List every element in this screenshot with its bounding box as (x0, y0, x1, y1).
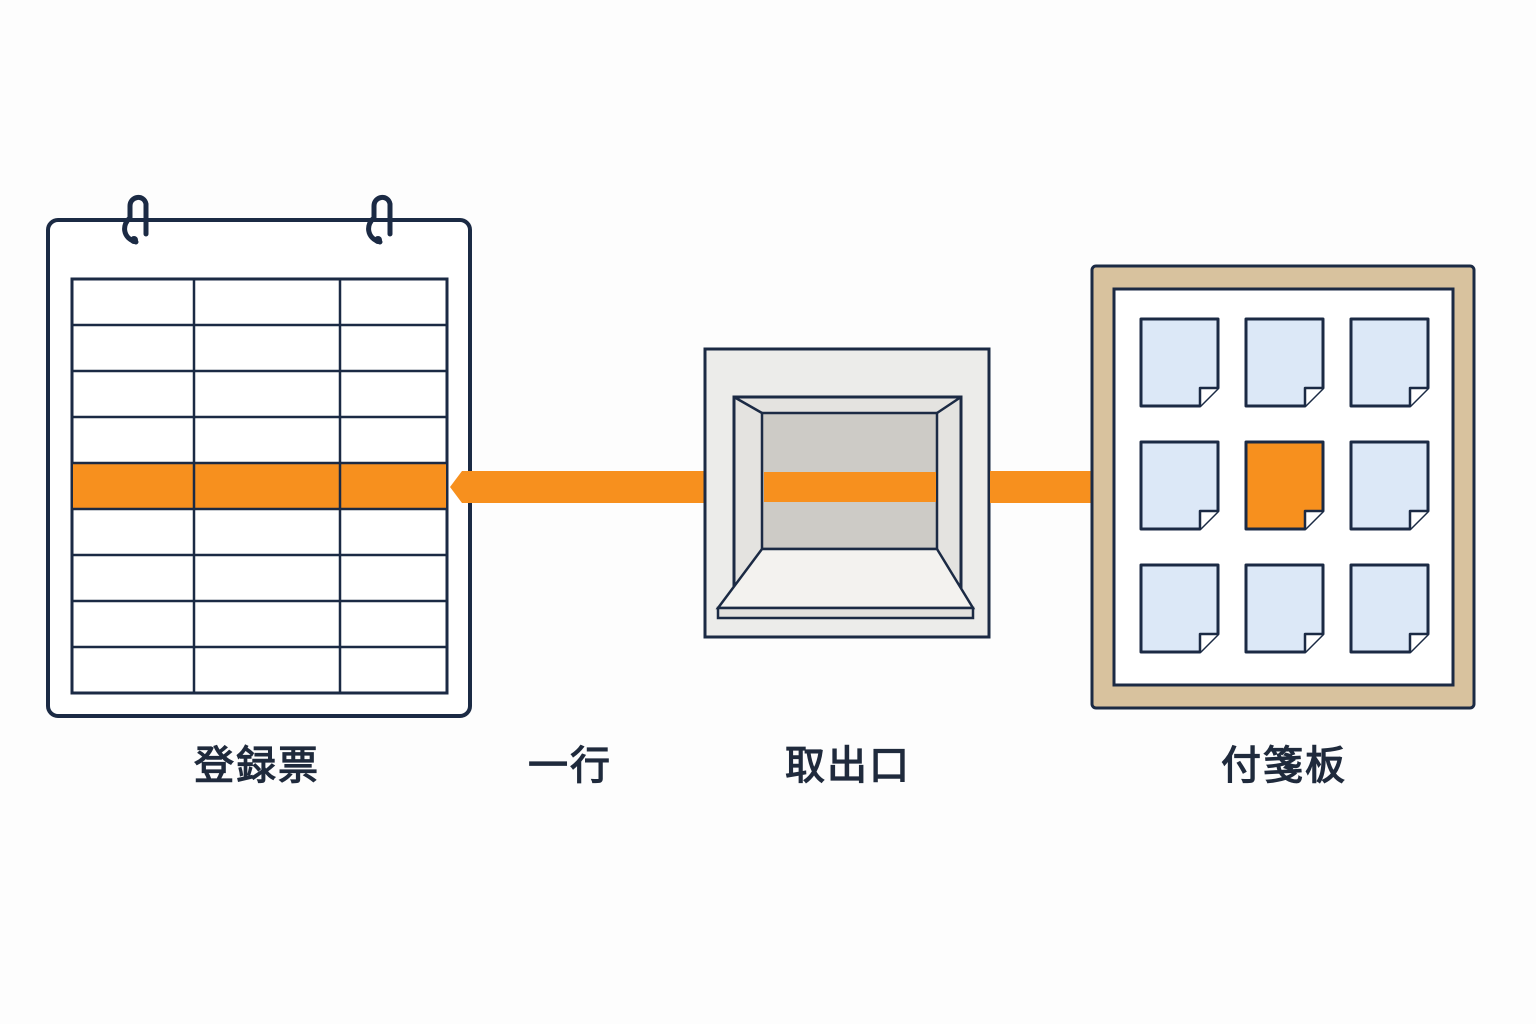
sticky-note-fold (1408, 386, 1428, 406)
label-board: 付箋板 (1221, 743, 1347, 789)
slot-bevel-lines (733, 395, 962, 415)
register-sheet (46, 195, 472, 718)
sticky-note-fold (1198, 509, 1218, 529)
sticky-notes (1139, 317, 1430, 654)
sticky-note-fold (1303, 632, 1323, 652)
slot-tray-floor (715, 547, 976, 610)
sticky-note-fold (1408, 632, 1428, 652)
binder-ring-icon (122, 195, 149, 245)
note-board (1090, 264, 1476, 710)
label-row: 一行 (528, 743, 612, 789)
label-slot: 取出口 (785, 743, 911, 789)
sticky-note-fold (1303, 509, 1323, 529)
register-row-lines (72, 323, 447, 649)
sticky-note-fold (1198, 632, 1218, 652)
slot-tray-lip (716, 606, 975, 620)
label-register: 登録票 (194, 743, 320, 789)
row-arrow (450, 471, 706, 503)
register-highlighted-row (73, 463, 446, 508)
sticky-note-fold (1303, 386, 1323, 406)
binder-ring-hole (374, 236, 382, 244)
binder-ring-icon (366, 195, 393, 245)
slot-row-strip (764, 472, 936, 502)
sticky-note-fold (1408, 509, 1428, 529)
register-column-lines (192, 279, 342, 693)
binder-ring-hole (130, 236, 138, 244)
sticky-note-fold (1198, 386, 1218, 406)
dispenser-slot (703, 347, 991, 639)
